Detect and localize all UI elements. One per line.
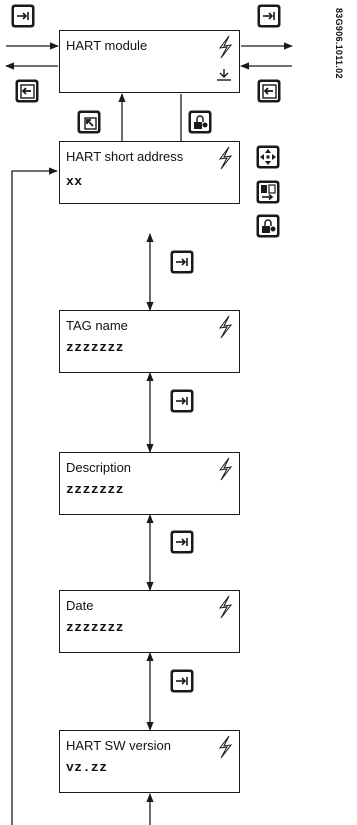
back-key-icon xyxy=(257,79,281,103)
menu-value: vz.zz xyxy=(66,760,108,775)
lightning-icon xyxy=(218,595,233,619)
menu-box-date: Date zzzzzzz xyxy=(59,590,240,653)
menu-value: zzzzzzz xyxy=(66,340,125,355)
menu-title: Description xyxy=(66,460,132,475)
enter-key-icon xyxy=(11,4,35,28)
enter-key-icon xyxy=(170,669,194,693)
enter-key-icon xyxy=(170,530,194,554)
back-key-icon xyxy=(15,79,39,103)
menu-title: HART module xyxy=(66,38,148,53)
document-id: 83G906.1011.02 xyxy=(334,8,344,79)
menu-box-hart-sw-version: HART SW version vz.zz xyxy=(59,730,240,793)
escape-key-icon xyxy=(77,110,101,134)
enter-key-icon xyxy=(170,389,194,413)
toggle-key-icon xyxy=(256,180,280,204)
return-loop-line xyxy=(11,167,58,825)
enter-key-icon xyxy=(257,4,281,28)
menu-box-hart-short-address: HART short address xx xyxy=(59,141,240,204)
lightning-icon xyxy=(218,735,233,759)
enter-key-icon xyxy=(170,250,194,274)
menu-title: HART short address xyxy=(66,149,184,164)
lightning-icon xyxy=(218,457,233,481)
menu-title: TAG name xyxy=(66,318,128,333)
lightning-icon xyxy=(218,146,233,170)
arrow-keys-icon xyxy=(256,145,280,169)
lock-key-icon xyxy=(188,110,212,134)
menu-title: HART SW version xyxy=(66,738,171,753)
menu-value: zzzzzzz xyxy=(66,482,125,497)
ground-icon xyxy=(217,69,231,81)
menu-box-hart-module: HART module xyxy=(59,30,240,93)
lock-key-icon xyxy=(256,214,280,238)
menu-value: xx xyxy=(66,174,83,189)
menu-box-description: Description zzzzzzz xyxy=(59,452,240,515)
menu-title: Date xyxy=(66,598,94,613)
lightning-icon xyxy=(218,35,233,59)
lightning-icon xyxy=(218,315,233,339)
menu-value: zzzzzzz xyxy=(66,620,125,635)
menu-box-tag-name: TAG name zzzzzzz xyxy=(59,310,240,373)
